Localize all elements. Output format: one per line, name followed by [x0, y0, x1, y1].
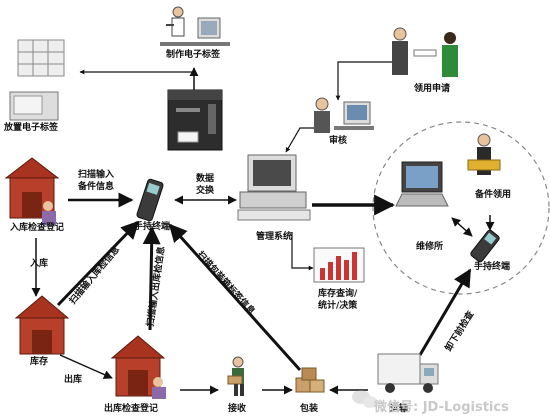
- watermark-text: 微信号: JD-Logistics: [374, 400, 509, 415]
- repair-terminal-icon: [470, 229, 500, 263]
- handheld-terminal-icon: [136, 178, 164, 222]
- label-scan-in-1: 扫描输入: [78, 170, 115, 180]
- repair-station-boundary: [372, 121, 550, 295]
- audit-person-icon: [314, 97, 374, 133]
- query-chart-icon: [313, 247, 365, 283]
- arrow-scan-inbound-info: [56, 220, 140, 307]
- receive-worker-icon: [227, 356, 244, 396]
- label-query-1: 库存查询/: [318, 289, 358, 299]
- tag-printer-icon: [167, 89, 223, 151]
- label-terminal-center: 手持终端: [134, 222, 171, 232]
- wechat-logo: [352, 390, 377, 408]
- arrow-transport-to-repair: [418, 268, 472, 356]
- stock-house-icon: [14, 295, 70, 355]
- label-apply: 领用申请: [414, 84, 451, 94]
- label-data-2: 交换: [196, 186, 215, 196]
- label-mgmt-system: 管理系统: [256, 232, 293, 242]
- arrow-laptop-terminal: [451, 217, 473, 237]
- arrow-mgmt-to-query: [291, 232, 314, 271]
- apply-people-icon: [392, 27, 458, 77]
- label-parts-pickup: 备件领用: [475, 190, 512, 200]
- label-audit: 审核: [329, 136, 348, 146]
- arrow-stock-to-outbound: [59, 354, 113, 379]
- repair-laptop-icon: [395, 161, 449, 207]
- shelf-icon: [9, 39, 65, 121]
- label-pack: 包装: [300, 404, 319, 414]
- label-outbound-check: 出库检查登记: [104, 404, 159, 414]
- parts-pickup-person-icon: [467, 133, 501, 175]
- arrow-apply-to-audit: [335, 61, 396, 101]
- label-transport: 运输: [390, 404, 409, 414]
- label-scan-in-2: 备件信息: [78, 182, 115, 192]
- label-data-1: 数据: [196, 174, 215, 184]
- inbound-house-icon: [4, 157, 60, 225]
- management-computer-icon: [237, 154, 311, 221]
- arrow-audit-to-mgmt: [285, 127, 318, 153]
- label-query-2: 统计/决策: [318, 301, 358, 311]
- label-repair-station: 维修所: [416, 242, 444, 252]
- label-outbound: 出库: [64, 375, 83, 385]
- arrow-scan-outbound-info: [142, 226, 161, 331]
- label-receive: 接收: [228, 404, 247, 414]
- label-inbound-check: 入库检查登记: [10, 223, 65, 233]
- office-worker-icon: [160, 6, 230, 46]
- label-place-tag: 放置电子标签: [4, 123, 59, 133]
- label-terminal-right: 手持终端: [474, 262, 511, 272]
- label-make-tag: 制作电子标签: [166, 50, 221, 60]
- label-inbound: 入库: [30, 259, 49, 269]
- pack-boxes-icon: [295, 367, 325, 393]
- label-stock: 库存: [30, 357, 49, 367]
- outbound-house-icon: [110, 335, 166, 399]
- truck-icon: [377, 353, 439, 393]
- arrow-scan-pack-info: [168, 223, 302, 372]
